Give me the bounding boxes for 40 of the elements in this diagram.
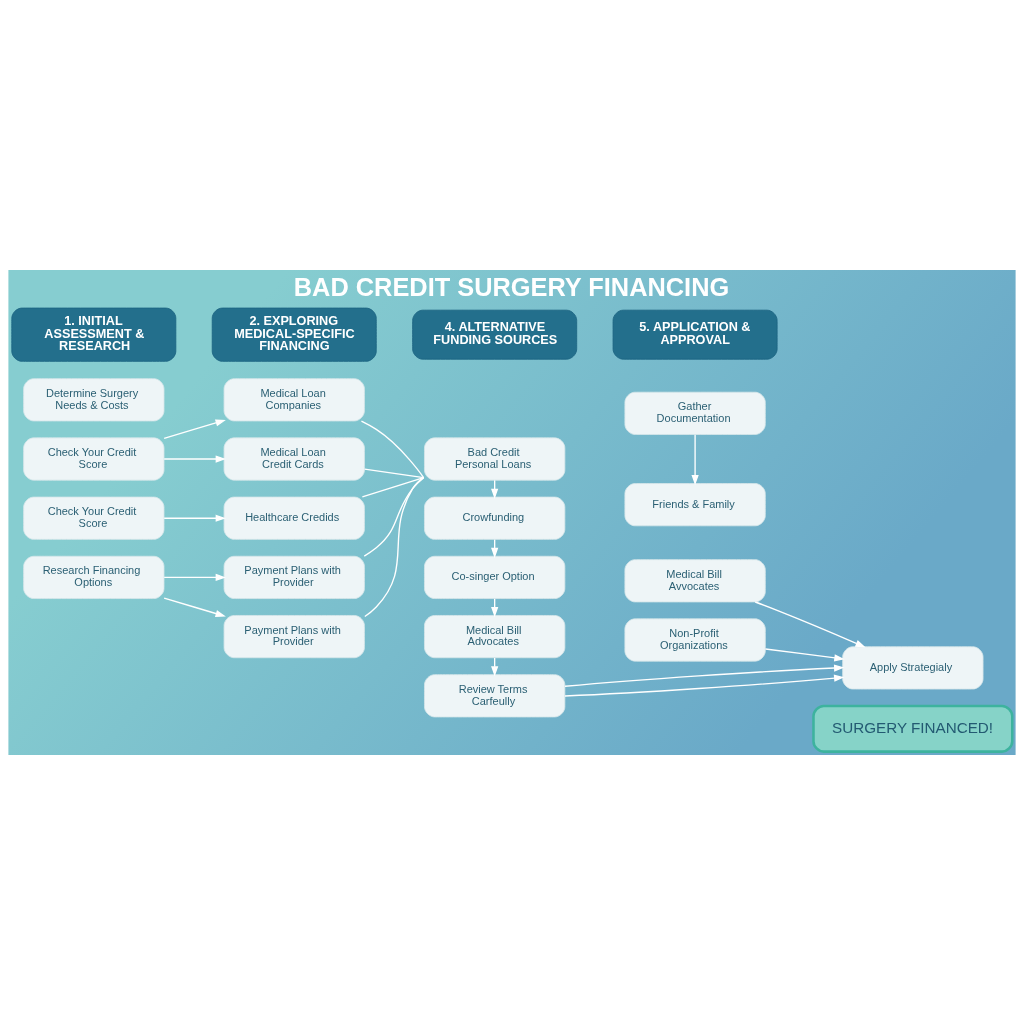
node-box: Apply Strategialy — [842, 645, 984, 689]
node-box: Friends & Family — [624, 482, 766, 526]
arrow — [754, 600, 866, 647]
arrow — [163, 573, 226, 581]
node-box: Review Terms Carfeully — [424, 673, 566, 717]
node-box: Healthcare Credids — [223, 496, 365, 540]
node-box: 5. APPLICATION & APPROVAL — [612, 309, 778, 360]
arrow — [163, 454, 226, 463]
node-box: Gather Documentation — [624, 391, 766, 435]
arrow — [564, 663, 845, 687]
node-box: Payment Plans with Provider — [223, 555, 365, 599]
arrow — [691, 433, 699, 485]
node-box: Medical Bill Avvocates — [624, 558, 766, 602]
arrow — [564, 674, 845, 697]
connector — [363, 467, 425, 478]
node-box: Co-singer Option — [424, 555, 566, 599]
arrow — [163, 418, 226, 439]
connector — [363, 476, 425, 557]
node-box: Non-Profit Organizations — [624, 617, 766, 662]
node-box: Determine Surgery Needs & Costs — [23, 377, 165, 421]
node-box: Medical Loan Credit Cards — [223, 436, 365, 481]
node-box: Medical Loan Companies — [223, 377, 365, 421]
node-box: Bad Credit Personal Loans — [424, 436, 566, 481]
connector — [360, 419, 425, 478]
node-box: Check Your Credit Score — [23, 436, 165, 481]
node-box: 2. EXPLORING MEDICAL-SPECIFIC FINANCING — [211, 307, 377, 362]
connector — [361, 476, 425, 498]
node-box: Check Your Credit Score — [23, 496, 165, 540]
diagram-title: BAD CREDIT SURGERY FINANCING — [293, 272, 730, 301]
node-box: Crowfunding — [424, 496, 566, 540]
node-box: 1. INITIAL ASSESSMENT & RESEARCH — [11, 307, 177, 362]
arrow — [764, 647, 845, 661]
arrow — [163, 514, 226, 522]
node-box: 4. ALTERNATIVE FUNDING SOURCES — [412, 309, 578, 360]
node-box: Research Financing Options — [23, 555, 165, 599]
arrow — [163, 596, 226, 617]
node-box: Medical Bill Advocates — [424, 614, 566, 658]
node-box: Payment Plans with Provider — [223, 614, 365, 658]
node-box: SURGERY FINANCED! — [812, 704, 1014, 753]
connector — [364, 476, 425, 617]
